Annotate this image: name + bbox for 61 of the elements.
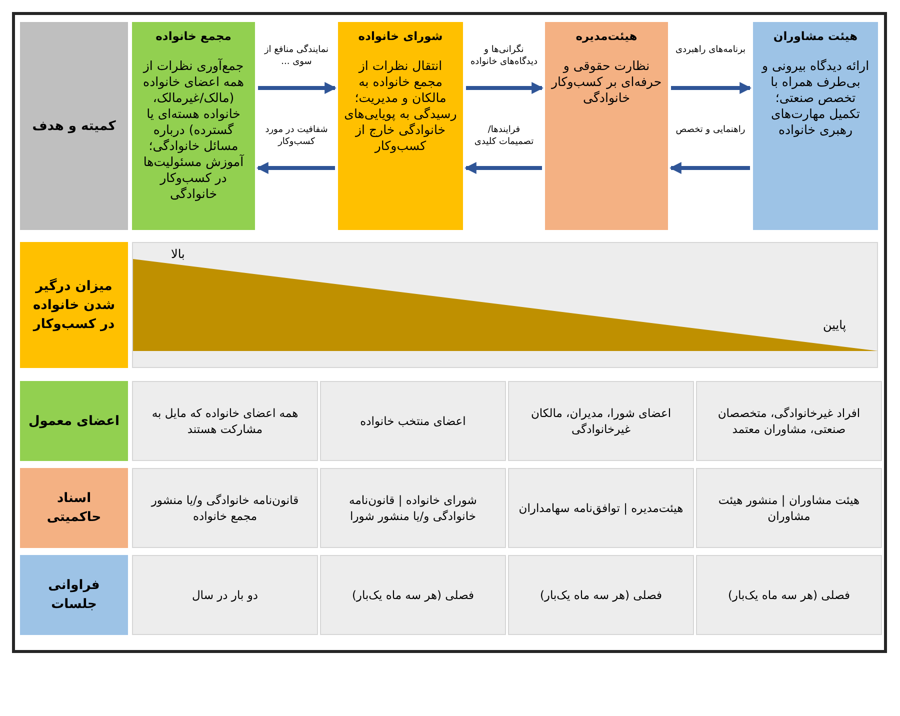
arrow: [464, 162, 542, 174]
cell-text: فصلی (هر سه ماه یک‌بار): [728, 587, 850, 603]
edge-label: برنامه‌های راهبردی: [675, 44, 746, 56]
box-heading: هیئت‌مدیره: [574, 28, 638, 44]
body-box: [132, 22, 255, 230]
body-box: [545, 22, 668, 230]
table-cell: [508, 468, 694, 548]
cell-text: فصلی (هر سه ماه یک‌بار): [540, 587, 662, 603]
cell-text: اعضای شورا، مدیران، مالکان غیرخانوادگی: [530, 405, 672, 437]
cell-text: دو بار در سال: [192, 587, 258, 603]
table-cell: [132, 381, 318, 461]
box-heading: شورای خانواده: [357, 28, 444, 44]
box-description: انتقال نظرات از مجمع خانواده به مالکان و مدیریت؛ رسیدگی به پویایی‌های خانوادگی خارج از کسب‌وکار: [344, 58, 457, 154]
table-cell: [696, 468, 882, 548]
box-description: نظارت حقوقی و حرفه‌ای بر کسب‌وکار خانوادگی: [551, 58, 662, 106]
cell-text: هیئت مشاوران | منشور هیئت مشاوران: [717, 492, 861, 524]
cell-text: فصلی (هر سه ماه یک‌بار): [352, 587, 474, 603]
cell-text: هیئت‌مدیره | توافق‌نامه سهامداران: [518, 500, 684, 516]
row-heading: فراوانی جلسات: [47, 577, 101, 614]
cell-text: همه اعضای خانواده که مایل به مشارکت هستند: [150, 405, 300, 437]
box-description: جمع‌آوری نظرات از همه اعضای خانواده (مالک/غیرمالک، خانواده هسته‌ای یا گسترده) درباره مسائل خانوادگی؛ آموزش مسئولیت‌ها در کسب‌وکار خانوادگی: [142, 58, 245, 202]
row-header-box: [20, 468, 128, 548]
table-cell: [132, 555, 318, 635]
arrow: [258, 82, 337, 94]
cell-text: قانون‌نامه خانوادگی و/یا منشور مجمع خانواده: [150, 492, 300, 524]
body-box: [753, 22, 878, 230]
edge-label: فرایندها/ تصمیمات کلیدی: [473, 124, 535, 148]
edge-label: نمایندگی منافع از سوی ...: [263, 44, 330, 68]
row-header-box: [20, 242, 128, 368]
cell-text: اعضای منتخب خانواده: [360, 413, 466, 429]
body-box: [338, 22, 463, 230]
row-header-box: [20, 381, 128, 461]
scale-label: پایین: [823, 318, 846, 333]
cell-text: افراد غیرخانوادگی، متخصصان صنعتی، مشاوران معتمد: [716, 405, 862, 437]
row-header-box: [20, 555, 128, 635]
table-cell: [696, 555, 882, 635]
edge-label: شفافیت در مورد کسب‌وکار: [264, 124, 329, 148]
table-cell: [696, 381, 882, 461]
table-cell: [320, 555, 506, 635]
scale-label: بالا: [171, 247, 185, 262]
row-heading: اسناد حاکمیتی: [46, 490, 102, 527]
box-heading: هیئت مشاوران: [772, 28, 859, 44]
engagement-panel: [132, 242, 878, 368]
arrow: [466, 82, 544, 94]
row-heading: کمیته و هدف: [32, 118, 116, 136]
box-description: ارائه دیدگاه بیرونی و بی‌طرف همراه با تخصص صنعتی؛ تکمیل مهارت‌های رهبری خانواده: [760, 58, 870, 138]
edge-label: نگرانی‌ها و دیدگاه‌های خانواده: [470, 44, 538, 68]
cell-text: شورای خانواده | قانون‌نامه خانوادگی و/یا منشور شورا: [348, 492, 478, 524]
arrow: [671, 82, 752, 94]
box-heading: مجمع خانواده: [154, 28, 232, 44]
table-cell: [132, 468, 318, 548]
table-cell: [320, 468, 506, 548]
row-heading: میزان درگیر شدن خانواده در کسب‌وکار: [32, 277, 116, 334]
arrow: [669, 162, 750, 174]
table-cell: [320, 381, 506, 461]
row-heading: اعضای معمول: [28, 412, 120, 430]
arrow: [256, 162, 335, 174]
row-header-box: [20, 22, 128, 230]
table-cell: [508, 381, 694, 461]
table-cell: [508, 555, 694, 635]
edge-label: راهنمایی و تخصص: [675, 124, 746, 136]
